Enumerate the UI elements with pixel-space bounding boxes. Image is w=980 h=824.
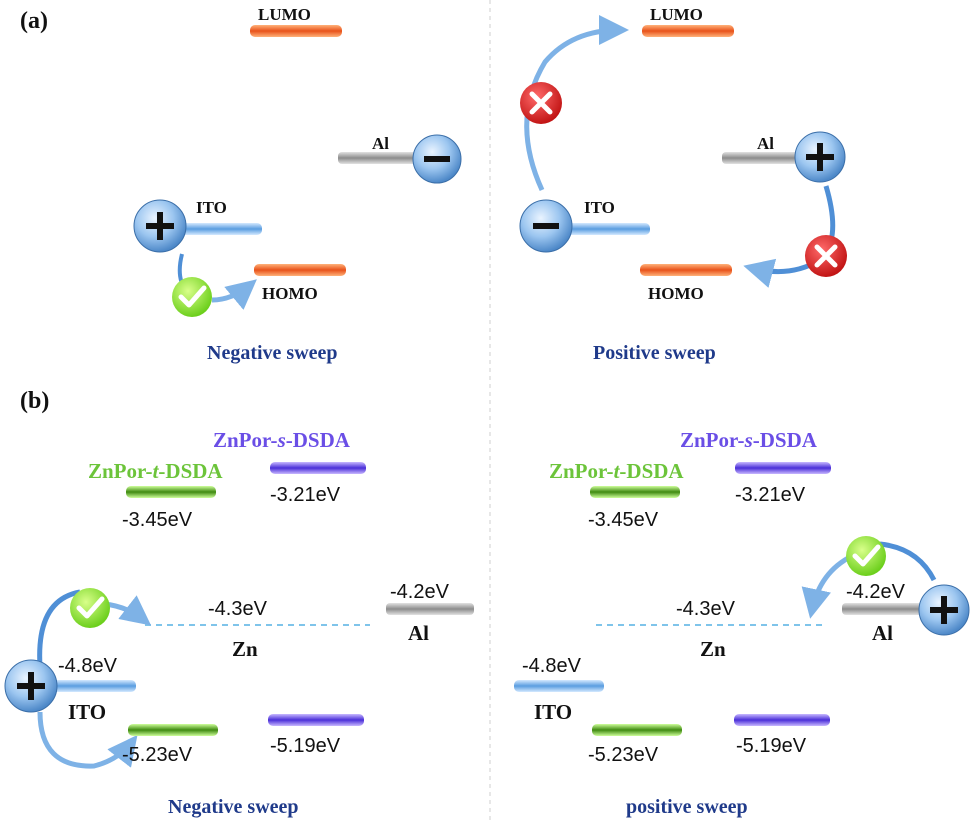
plus-charge-icon [133,199,187,253]
s-dsda-homo-level [734,714,830,726]
panel-a-right: LUMO Al ITO HOMO Positive sweep [519,5,847,364]
ito-label: ITO [584,198,615,217]
ito-level-value: -4.8eV [522,655,582,677]
lumo-t-value: -3.45eV [122,509,193,531]
positive-sweep-caption: positive sweep [626,796,748,818]
panel-a-label: (a) [20,8,48,34]
lumo-s-value: -3.21eV [735,484,806,506]
zn-por-t-dsda-label: ZnPor-t-DSDA [549,459,684,483]
ito-electrode [46,680,136,692]
al-label: Al [872,621,893,645]
t-dsda-lumo-level [590,486,680,498]
zn-por-s-dsda-label: ZnPor-s-DSDA [680,428,818,452]
t-dsda-homo-level [128,724,218,736]
zn-por-t-dsda-label: ZnPor-t-DSDA [88,459,223,483]
lumo-level [642,25,734,37]
ito-electrode [172,223,262,235]
plus-charge-icon [4,659,58,713]
ito-label: ITO [534,700,572,724]
injection-arrow-head [103,595,152,626]
negative-sweep-caption: Negative sweep [168,796,299,818]
ito-electrode [560,223,650,235]
check-icon [846,536,886,576]
lumo-label: LUMO [650,5,703,24]
homo-t-value: -5.23eV [122,744,193,766]
blocked-arrow [524,15,629,192]
homo-s-value: -5.19eV [736,735,807,757]
zn-label: Zn [232,637,258,661]
al-label: Al [757,134,774,153]
s-dsda-lumo-level [270,462,366,474]
ito-label: ITO [196,198,227,217]
al-electrode [842,603,932,615]
plus-charge-icon [918,584,970,636]
homo-label: HOMO [262,284,318,303]
check-icon [70,588,110,628]
s-dsda-homo-level [268,714,364,726]
zn-label: Zn [700,637,726,661]
al-electrode [386,603,474,615]
panel-b-left: ZnPor-s-DSDA -3.21eV ZnPor-t-DSDA -3.45e… [4,428,474,818]
injection-arrow [879,541,937,582]
t-dsda-lumo-level [126,486,216,498]
minus-charge-icon [519,199,573,253]
al-label: Al [408,621,429,645]
lumo-t-value: -3.45eV [588,509,659,531]
ito-level-value: -4.8eV [58,655,118,677]
zn-level-value: -4.3eV [676,598,736,620]
injection-arrow [37,711,138,769]
injection-arrow [37,589,81,667]
plus-charge-icon [794,131,846,183]
panel-b-label: (b) [20,388,49,414]
cross-icon [520,82,562,124]
homo-level [640,264,732,276]
minus-charge-icon [412,134,462,184]
lumo-label: LUMO [258,5,311,24]
negative-sweep-caption: Negative sweep [207,342,338,364]
al-level-value: -4.2eV [846,581,906,603]
check-icon [172,277,212,317]
zn-level-value: -4.3eV [208,598,268,620]
homo-s-value: -5.19eV [270,735,341,757]
lumo-level [250,25,342,37]
lumo-s-value: -3.21eV [270,484,341,506]
homo-label: HOMO [648,284,704,303]
panel-b-right: ZnPor-s-DSDA -3.21eV ZnPor-t-DSDA -3.45e… [514,428,970,818]
positive-sweep-caption: Positive sweep [593,342,716,364]
zn-por-s-dsda-label: ZnPor-s-DSDA [213,428,351,452]
panel-a-left: LUMO Al ITO HOMO Negative sweep [133,5,462,364]
s-dsda-lumo-level [735,462,831,474]
t-dsda-homo-level [592,724,682,736]
al-electrode [338,152,436,164]
al-level-value: -4.2eV [390,581,450,603]
al-label: Al [372,134,389,153]
cross-icon [805,235,847,277]
ito-label: ITO [68,700,106,724]
transfer-arrow-head [211,279,257,310]
homo-t-value: -5.23eV [588,744,659,766]
ito-electrode [514,680,604,692]
homo-level [254,264,346,276]
